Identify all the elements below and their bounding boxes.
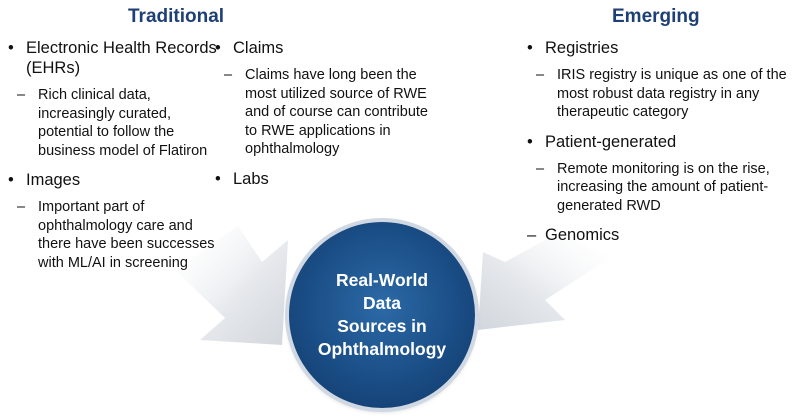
list-item-registries: • Registries xyxy=(527,38,789,58)
sub-item-images: – Important part of ophthalmology care a… xyxy=(8,198,218,272)
item-title: Genomics xyxy=(545,226,620,244)
dash: – xyxy=(17,199,26,215)
traditional-column-2: • Claims – Claims have long been the mos… xyxy=(215,38,430,197)
sub-item-text: Claims have long been the most utilized … xyxy=(245,67,428,157)
item-title: Claims xyxy=(233,39,284,57)
list-item-genomics: – Genomics xyxy=(527,225,789,245)
list-item-claims: • Claims xyxy=(215,38,430,58)
dash: – xyxy=(536,160,545,177)
sub-item-text: IRIS registry is unique as one of the mo… xyxy=(557,67,787,120)
dash: – xyxy=(224,67,233,83)
dash: – xyxy=(17,87,26,103)
bullet: • xyxy=(527,132,533,151)
sub-item-claims: – Claims have long been the most utilize… xyxy=(215,66,430,159)
heading-traditional: Traditional xyxy=(128,6,225,27)
list-item-patient-generated: • Patient-generated xyxy=(527,132,789,152)
sub-item-patient-generated: – Remote monitoring is on the rise, incr… xyxy=(527,160,789,216)
item-title: Labs xyxy=(233,169,269,188)
right-arrow-shape xyxy=(478,232,610,330)
traditional-column-1: • Electronic Health Records (EHRs) – Ric… xyxy=(8,38,218,282)
left-arrow-shape xyxy=(175,226,288,345)
center-circle: Real-World Data Sources in Ophthalmology xyxy=(289,222,475,408)
sub-item-text: Important part of ophthalmology care and… xyxy=(38,199,215,271)
sub-item-text: Remote monitoring is on the rise, increa… xyxy=(557,160,770,214)
item-title: Images xyxy=(26,171,81,189)
bullet: • xyxy=(8,39,14,57)
bullet: • xyxy=(215,169,221,188)
item-title: Patient-generated xyxy=(545,132,677,151)
dash: – xyxy=(527,226,537,244)
center-circle-label: Real-World Data Sources in Ophthalmology xyxy=(317,270,447,359)
list-item-labs: • Labs xyxy=(215,169,430,189)
list-item-ehr: • Electronic Health Records (EHRs) xyxy=(8,38,218,78)
emerging-column: • Registries – IRIS registry is unique a… xyxy=(527,38,789,253)
dash: – xyxy=(536,67,545,83)
heading-emerging: Emerging xyxy=(612,6,700,27)
list-item-images: • Images xyxy=(8,170,218,190)
item-title: Registries xyxy=(545,39,619,57)
sub-item-registries: – IRIS registry is unique as one of the … xyxy=(527,66,789,122)
bullet: • xyxy=(527,39,533,57)
item-title: Electronic Health Records (EHRs) xyxy=(26,39,217,77)
bullet: • xyxy=(8,171,14,189)
bullet: • xyxy=(215,39,221,57)
sub-item-text: Rich clinical data, increasingly curated… xyxy=(38,87,208,159)
sub-item-ehr: – Rich clinical data, increasingly curat… xyxy=(8,86,218,160)
